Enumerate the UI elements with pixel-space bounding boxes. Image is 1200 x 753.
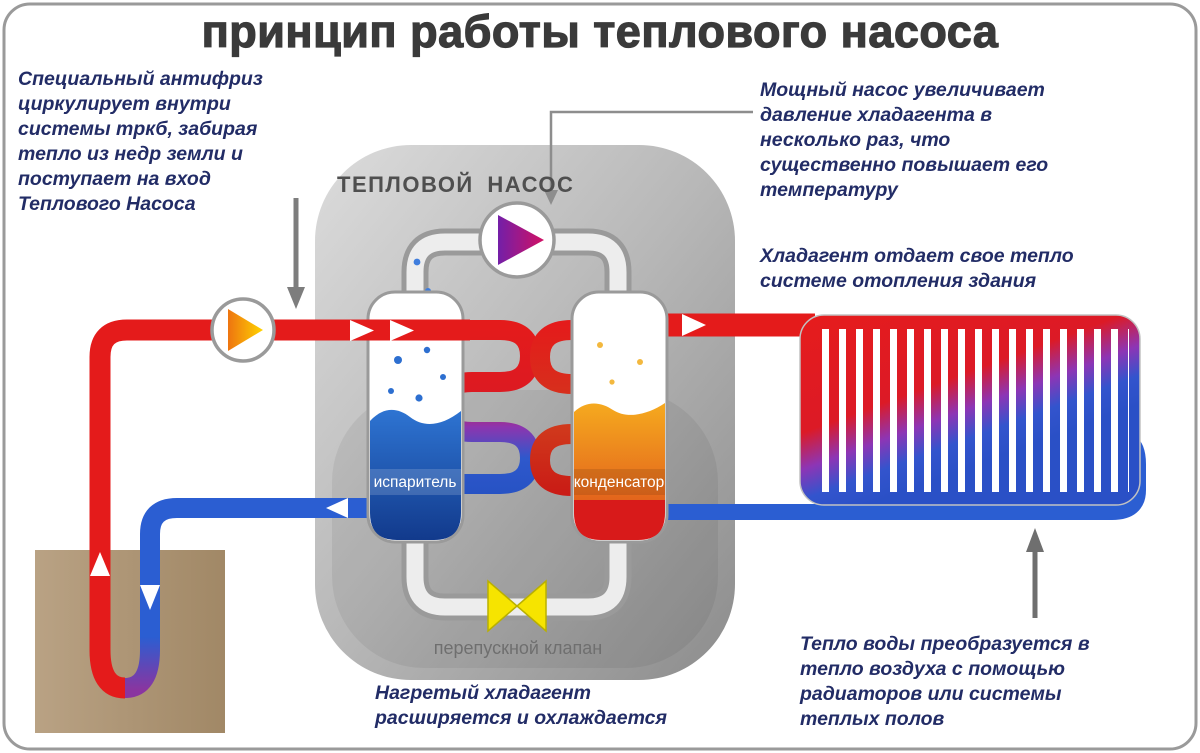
annotation-ground-loop: Специальный антифриз циркулирует внутри … — [18, 68, 263, 215]
valve-label: перепускной клапан — [434, 638, 603, 658]
condenser-liquid — [574, 403, 665, 505]
evaporator-liquid — [370, 409, 461, 540]
flow-arrow-cold-return — [326, 498, 348, 518]
annotation-expansion: Нагретый хладагент расширяется и охлажда… — [375, 682, 668, 729]
condenser-label-band — [574, 469, 665, 495]
flow-arrow-in-evaporator — [390, 320, 414, 341]
annotation-radiator: Тепло воды преобразуется в тепло воздуха… — [800, 633, 1090, 730]
hot-supply-pipe — [89, 319, 470, 699]
annotation-pointers — [287, 110, 1044, 618]
annotation-condenser-output: Хладагент отдает свое тепло системе отоп… — [760, 245, 1074, 292]
condenser-sparks — [597, 342, 643, 385]
evaporator-label: испаритель — [374, 474, 457, 491]
cold-return-pipe — [124, 498, 420, 698]
flow-arrow-ground-down — [140, 585, 160, 610]
evaporator: испаритель — [366, 290, 465, 544]
flow-arrows — [90, 314, 706, 610]
compressor-rotor — [498, 215, 544, 265]
condenser-red-bottom — [574, 500, 665, 540]
ground-block — [35, 550, 225, 733]
compressor-pointer-head — [544, 190, 558, 205]
compressor-pointer-line — [549, 110, 753, 192]
radiator-fins — [812, 329, 1129, 492]
annotation-compressor: Мощный насос увеличивает давление хладаг… — [760, 79, 1049, 201]
evaporator-label-band — [370, 469, 461, 495]
radiator — [799, 314, 1141, 506]
page-title: принцип работы теплового насоса — [201, 5, 999, 57]
flow-arrow-to-radiator — [682, 314, 706, 336]
condenser-label: конденсатор — [574, 474, 665, 491]
flow-arrow-to-evaporator — [350, 320, 374, 341]
heat-pump-label: ТЕПЛОВОЙ НАСОС — [337, 172, 574, 197]
flow-arrow-ground-up — [90, 552, 110, 576]
expansion-valve — [487, 579, 547, 633]
compressor-pump — [478, 201, 556, 279]
circulation-pump-rotor — [228, 309, 263, 351]
radiator-arrow-head — [1026, 528, 1044, 552]
antifreeze-arrow-head — [287, 287, 305, 309]
condenser: конденсатор — [570, 290, 669, 544]
circulation-pump — [210, 297, 276, 363]
